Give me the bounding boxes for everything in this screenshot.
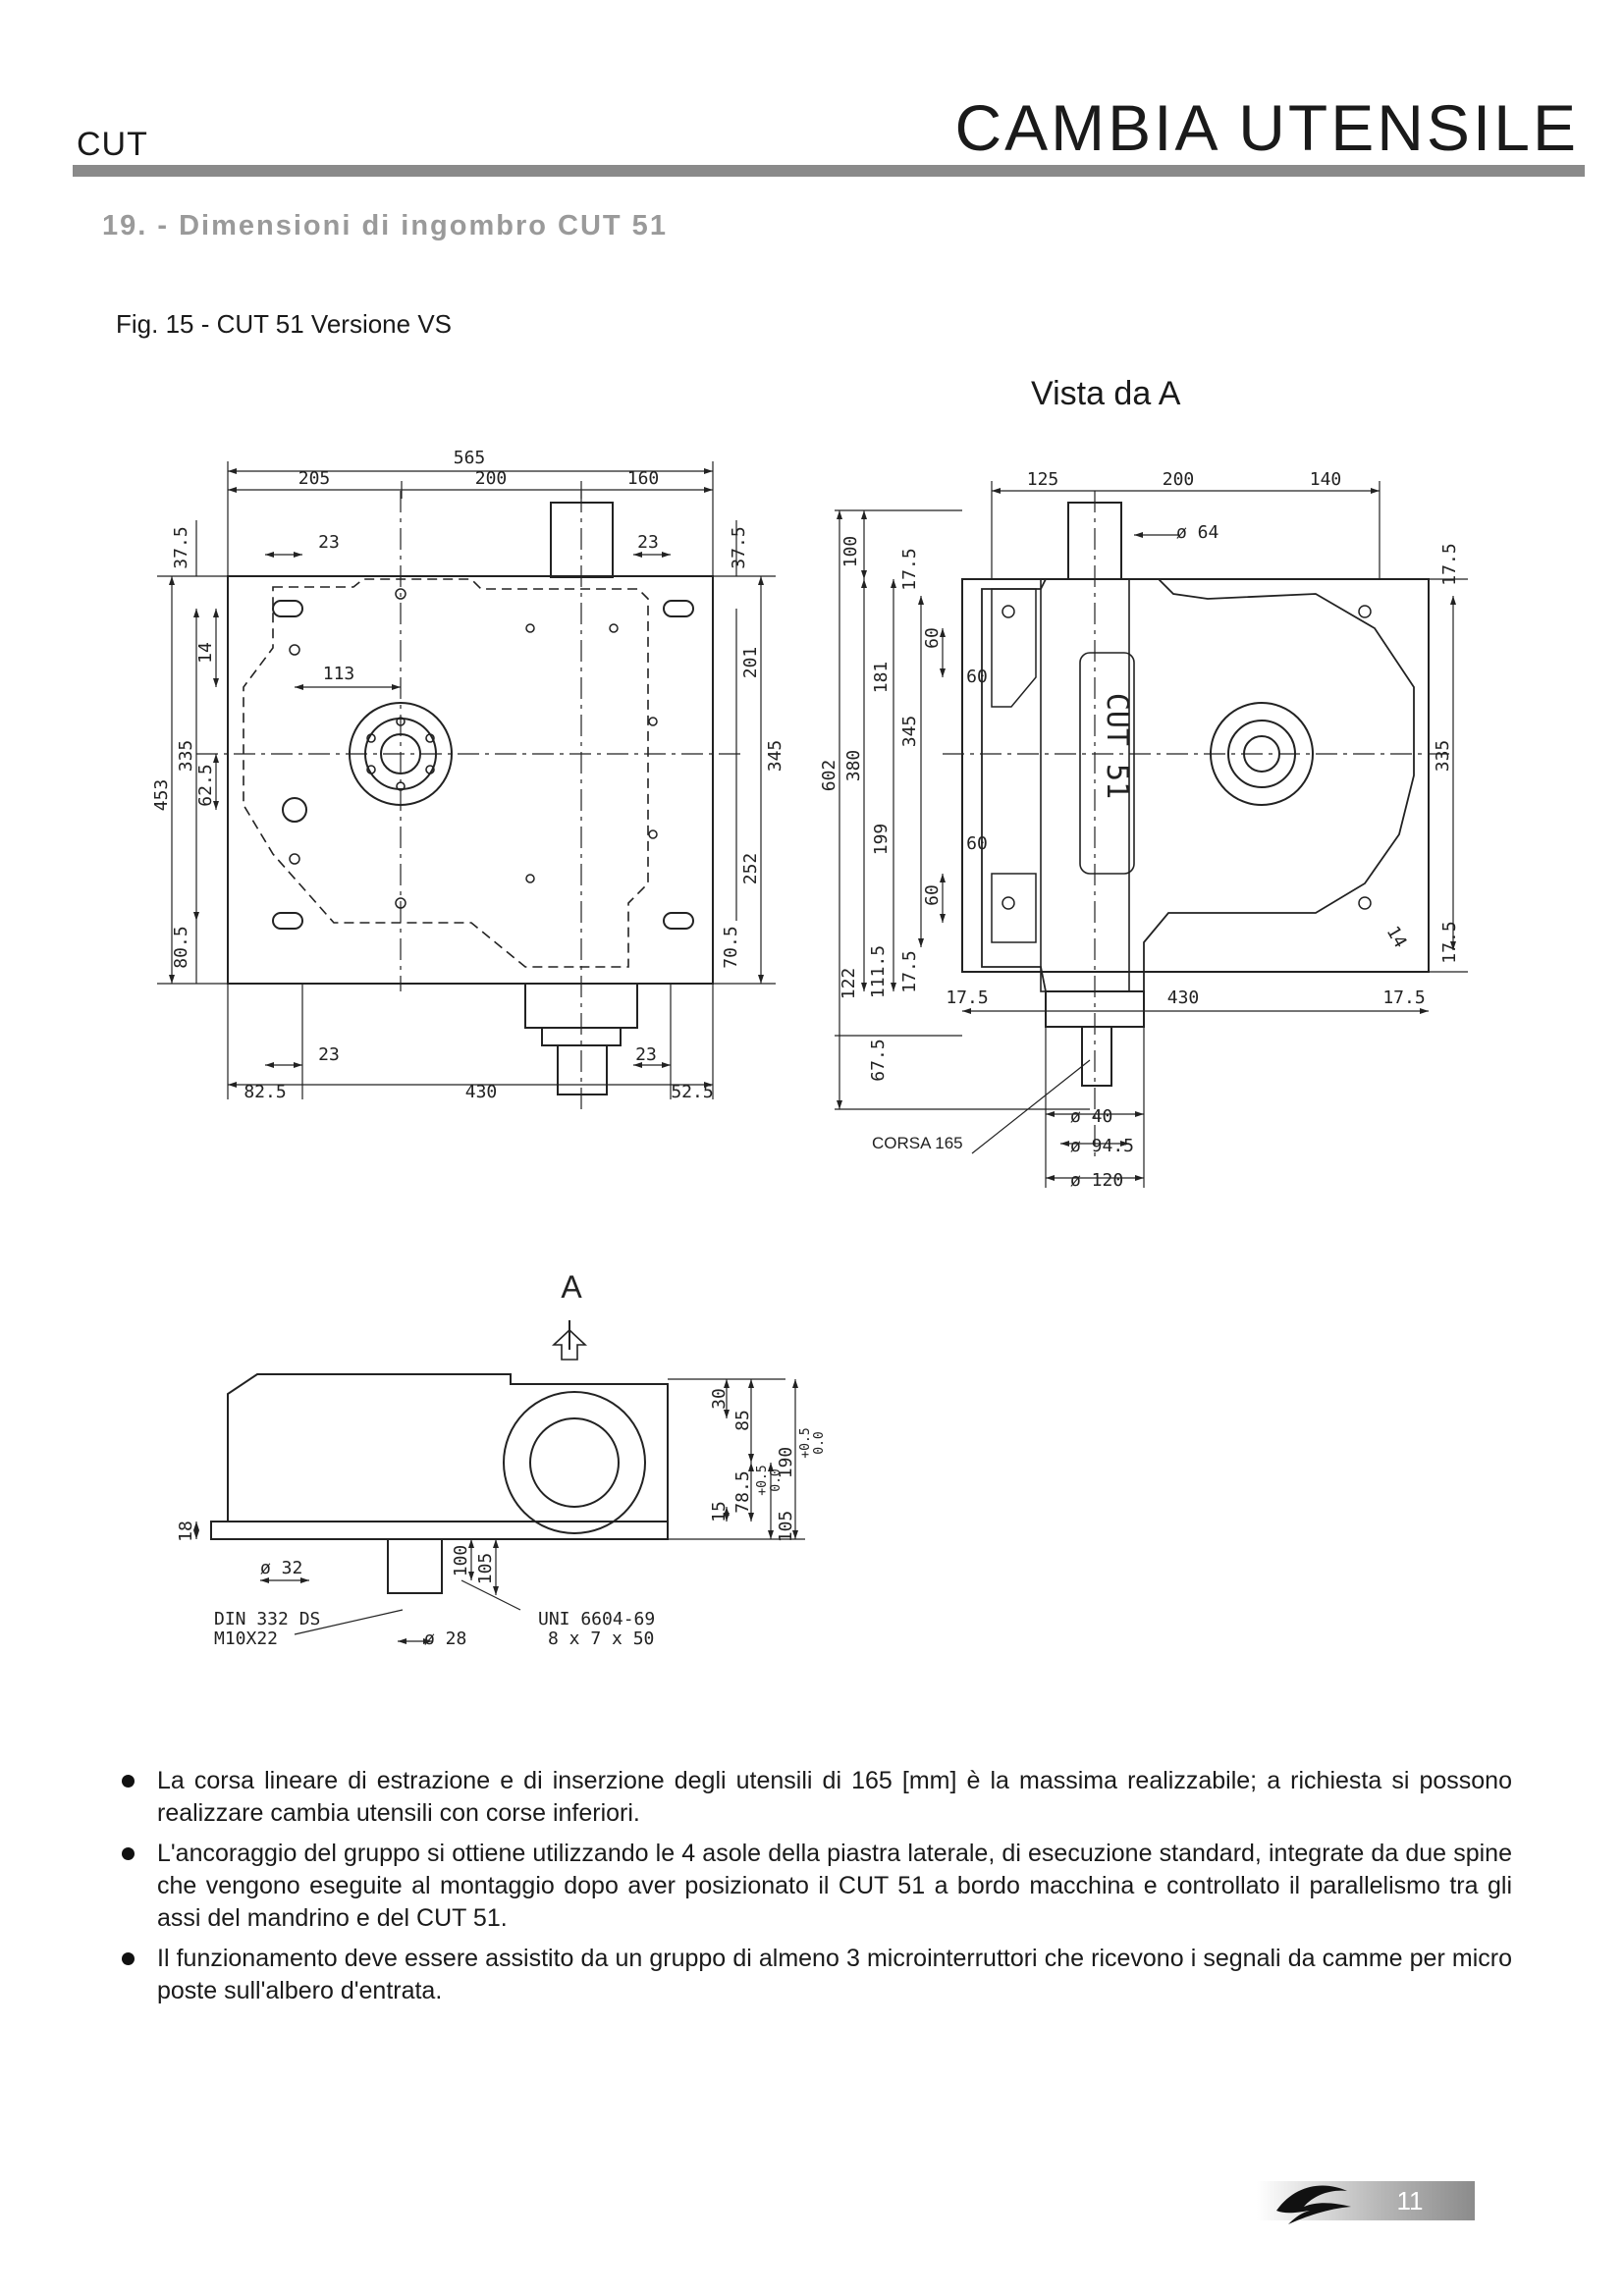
dim-bottom-phi-32: ø 32 — [260, 1558, 302, 1578]
dim-bottom-105-tol-up: +0.5 — [755, 1465, 770, 1495]
right-view-body — [961, 578, 1430, 973]
dim-bottom-78-5: 78.5 — [732, 1470, 753, 1513]
dim-bottom-18: 18 — [176, 1521, 196, 1542]
dim-left-62-5: 62.5 — [195, 764, 216, 806]
dim-bottom-190: 190 — [776, 1447, 796, 1479]
view-label: Vista da A — [1031, 375, 1181, 412]
arrow-label-a: A — [561, 1269, 582, 1305]
dim-right-phi-94-5: ø 94.5 — [1070, 1136, 1134, 1156]
dim-right-17-5-d: 17.5 — [899, 950, 920, 992]
dim-bottom-190-tol-up: +0.5 — [798, 1427, 813, 1458]
dim-bottom-30: 30 — [709, 1388, 730, 1410]
dim-left-345: 345 — [765, 740, 785, 773]
header-title: CAMBIA UTENSILE — [954, 91, 1579, 164]
label-m10x22: M10X22 — [214, 1629, 278, 1649]
dim-right-60-a: 60 — [922, 627, 943, 649]
label-corsa: CORSA 165 — [872, 1134, 963, 1152]
bottom-shaft — [387, 1538, 443, 1594]
note-item: La corsa lineare di estrazione e di inse… — [122, 1765, 1512, 1830]
dim-right-67-5: 67.5 — [868, 1039, 889, 1081]
dim-right-100: 100 — [840, 536, 861, 568]
dim-left-37-5-a: 37.5 — [171, 526, 191, 568]
dim-right-125: 125 — [1027, 469, 1059, 490]
dim-left-37-5-b: 37.5 — [729, 526, 749, 568]
header-rule — [73, 165, 1585, 177]
dim-left-82-5: 82.5 — [244, 1082, 286, 1102]
label-uni-6604: UNI 6604-69 — [538, 1609, 655, 1629]
dim-bottom-15: 15 — [709, 1501, 730, 1522]
dim-right-140: 140 — [1310, 469, 1342, 490]
section-title: 19. - Dimensioni di ingombro CUT 51 — [102, 210, 668, 241]
dim-left-52-5: 52.5 — [671, 1082, 713, 1102]
dim-left-430: 430 — [465, 1082, 498, 1102]
dim-left-23-c: 23 — [318, 1044, 340, 1065]
dim-bottom-100: 100 — [451, 1545, 471, 1577]
left-output-shaft — [557, 1044, 608, 1095]
dim-right-335: 335 — [1433, 740, 1453, 773]
dim-right-199: 199 — [871, 824, 892, 856]
dim-left-200: 200 — [475, 468, 508, 489]
dim-right-602: 602 — [819, 760, 839, 792]
notes-list: La corsa lineare di estrazione e di inse… — [122, 1765, 1512, 2015]
dim-right-phi-64: ø 64 — [1176, 522, 1218, 543]
dim-right-phi-120: ø 120 — [1070, 1170, 1123, 1191]
dim-left-113: 113 — [323, 664, 355, 684]
bottom-view-body — [227, 1373, 669, 1522]
dim-right-17-5-e: 17.5 — [946, 988, 988, 1008]
left-view-body — [227, 575, 714, 985]
label-key-size: 8 x 7 x 50 — [548, 1629, 654, 1649]
dim-right-122: 122 — [839, 968, 859, 1000]
dim-right-111-5: 111.5 — [868, 945, 889, 998]
dim-bottom-105-tol-low: 0.0 — [769, 1468, 784, 1491]
dim-right-380: 380 — [843, 750, 864, 782]
dim-right-345: 345 — [899, 716, 920, 748]
dim-left-80-5: 80.5 — [171, 926, 191, 968]
dim-right-60-b: 60 — [966, 667, 988, 687]
dim-left-23-a: 23 — [318, 532, 340, 553]
dim-left-453: 453 — [151, 779, 172, 812]
note-item: L'ancoraggio del gruppo si ottiene utili… — [122, 1838, 1512, 1935]
dim-bottom-105-b: 105 — [475, 1553, 496, 1585]
dim-right-200: 200 — [1163, 469, 1195, 490]
dim-right-60-d: 60 — [922, 884, 943, 906]
dim-right-phi-40: ø 40 — [1070, 1106, 1112, 1127]
dim-bottom-105: 105 — [776, 1511, 796, 1543]
page-number: 11 — [1396, 2186, 1424, 2216]
dim-left-23-b: 23 — [637, 532, 659, 553]
dim-right-17-5-f: 17.5 — [1382, 988, 1425, 1008]
dim-left-23-d: 23 — [635, 1044, 657, 1065]
dim-left-565: 565 — [454, 448, 486, 468]
dim-left-14: 14 — [195, 642, 216, 664]
dim-left-335: 335 — [176, 740, 196, 773]
right-nameplate — [1079, 652, 1135, 875]
dim-left-252: 252 — [740, 853, 761, 885]
dim-right-14: 14 — [1382, 923, 1411, 951]
dim-right-17-5-b: 17.5 — [1439, 543, 1460, 585]
dim-left-70-5: 70.5 — [721, 926, 741, 968]
technical-drawing: 565 205 200 160 37.5 23 23 37.5 14 113 2… — [151, 448, 1468, 1649]
dim-bottom-190-tol-low: 0.0 — [812, 1431, 827, 1454]
company-logo-icon — [1276, 2185, 1351, 2224]
dim-left-201: 201 — [740, 647, 761, 679]
dim-right-181: 181 — [871, 662, 892, 694]
dim-right-60-c: 60 — [966, 833, 988, 854]
dim-right-17-5-a: 17.5 — [899, 548, 920, 590]
dim-bottom-phi-28: ø 28 — [424, 1629, 466, 1649]
nameplate-text: CUT 51 — [1100, 693, 1134, 799]
figure-caption: Fig. 15 - CUT 51 Versione VS — [116, 309, 453, 339]
header-product-code: CUT — [77, 126, 148, 163]
dim-right-430: 430 — [1167, 988, 1200, 1008]
label-din-332: DIN 332 DS — [214, 1609, 320, 1629]
dim-left-160: 160 — [627, 468, 660, 489]
dim-right-17-5-c: 17.5 — [1439, 921, 1460, 963]
dim-bottom-85: 85 — [732, 1410, 753, 1431]
dim-left-205: 205 — [298, 468, 331, 489]
note-item: Il funzionamento deve essere assistito d… — [122, 1943, 1512, 2007]
